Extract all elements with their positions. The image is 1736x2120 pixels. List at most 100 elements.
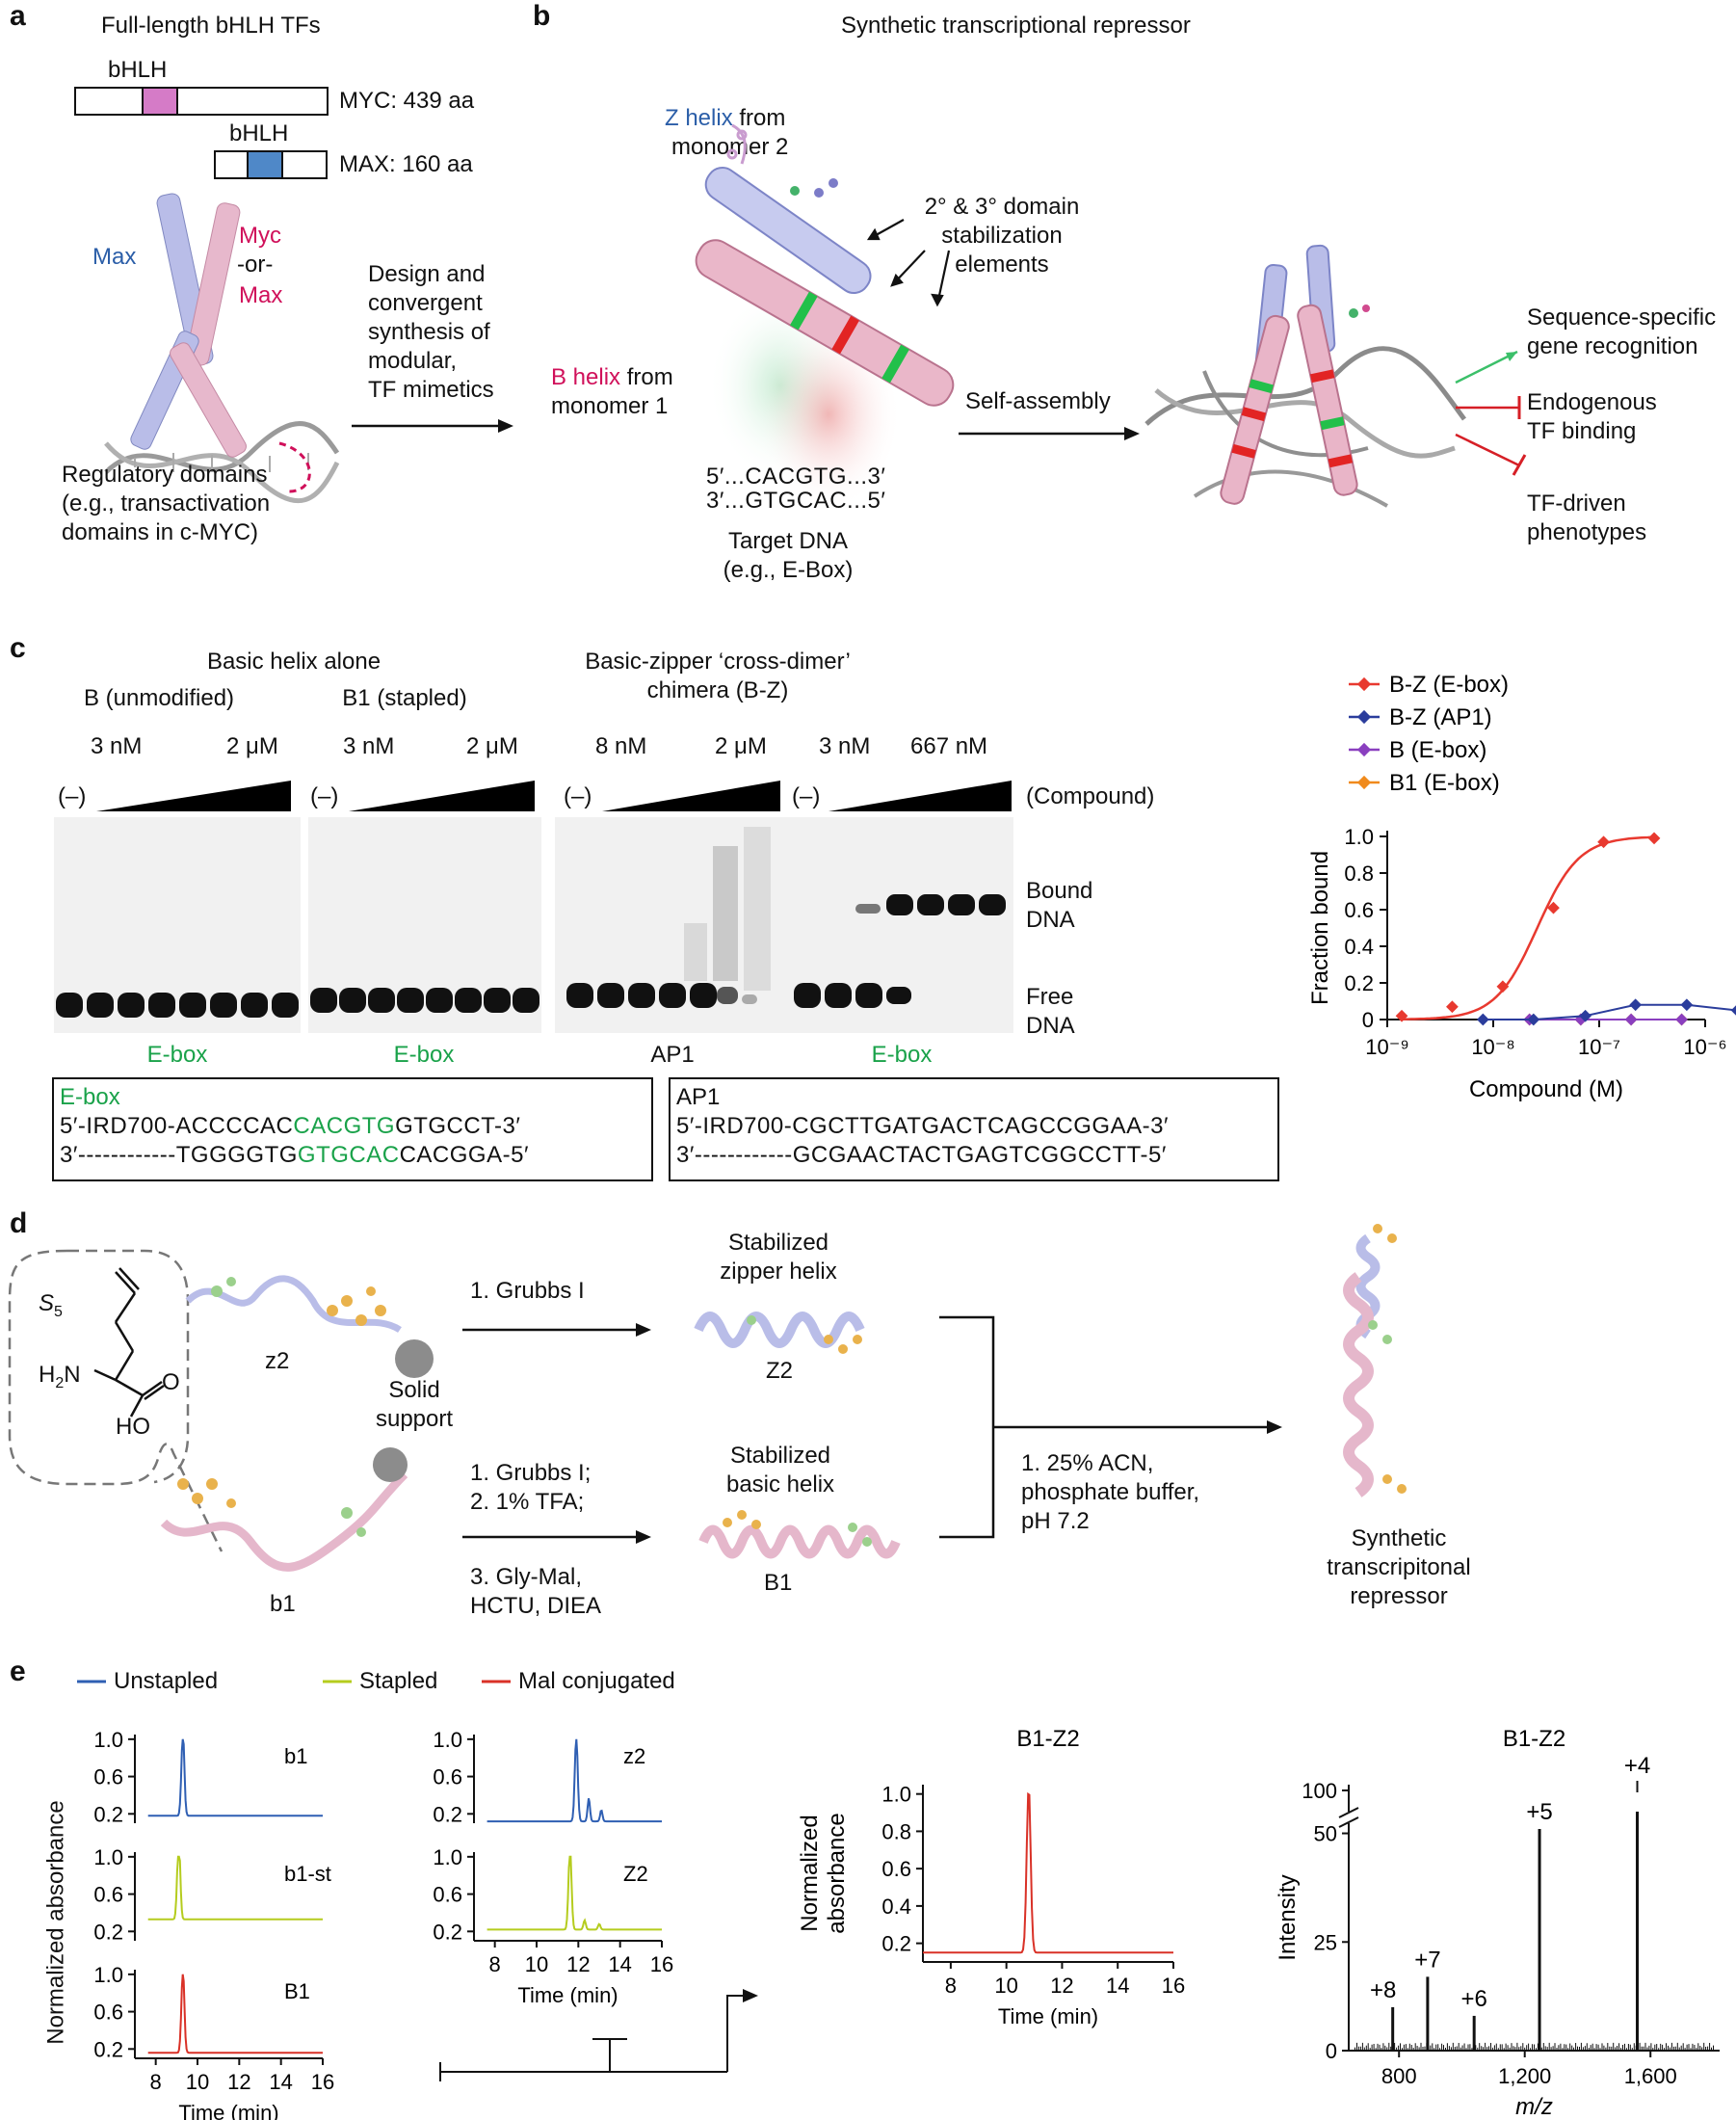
ms-y-label-1: 25: [1314, 1930, 1337, 1954]
cross-dimer-title: Basic-zipper ‘cross-dimer’: [585, 649, 851, 675]
ms-axis-break-1: [1338, 1807, 1359, 1818]
lc-y-label-3-2: 0.2: [433, 1802, 462, 1826]
myc-domain-bar: [74, 87, 329, 116]
b1-stapled-label: B1 (stapled): [342, 685, 467, 711]
monomer1-label: monomer 1: [551, 393, 669, 419]
gel-bands: [56, 827, 1006, 1018]
myc-length-label: MYC: 439 aa: [339, 88, 475, 114]
ebox-bottom-strand: 3′------------TGGGGTGGTGCACCACGGA-5′: [60, 1142, 529, 1168]
point-1-0: [1476, 1013, 1489, 1026]
Z2-label: Z2: [766, 1358, 794, 1384]
lc-x-title-4: Time (min): [517, 1983, 618, 2007]
B1-label: B1: [764, 1570, 793, 1596]
lc-x-label-4-2: 12: [566, 1952, 590, 1976]
lc-y-label-5-2: 0.6: [881, 1857, 911, 1881]
panel-c-letter: c: [10, 632, 26, 664]
lc-x-label-4-0: 8: [489, 1952, 501, 1976]
ms-peak-label-3: +5: [1526, 1799, 1552, 1825]
ho-label: HO: [116, 1414, 150, 1440]
lc-x-label-5-2: 12: [1050, 1974, 1073, 1998]
assembled-complex-structure: [1144, 244, 1467, 508]
point-1-5: [1730, 1004, 1736, 1017]
lc-y-label-5-0: 1.0: [881, 1783, 911, 1807]
ms-noise: [1355, 2042, 1714, 2051]
target-seq-top: 5′...CACGTG...3′: [706, 464, 886, 490]
lc-y-label-2-0: 1.0: [93, 1963, 123, 1987]
legend-label-3: B1 (E-box): [1389, 770, 1500, 796]
point-1-3: [1629, 998, 1643, 1012]
lc-title-2: B1: [284, 1979, 310, 2003]
series-line-1: [1483, 1003, 1736, 1020]
max-bhlh-block: [247, 150, 283, 179]
compound-label: (Compound): [1026, 783, 1155, 809]
myc-label: Myc: [239, 223, 281, 249]
assembly-conditions-label: 1. 25% ACN, phosphate buffer, pH 7.2: [1021, 1450, 1200, 1534]
y-tick-label-5: 1.0: [1344, 825, 1374, 849]
legend-marker-1: [1356, 709, 1372, 725]
ms-x-label-0: 800: [1381, 2064, 1417, 2088]
x-tick-label-3: 10⁻⁶: [1683, 1035, 1726, 1059]
point-2-3: [1675, 1013, 1688, 1026]
point-0-1: [1446, 1000, 1459, 1014]
fit-curve-0: [1402, 835, 1655, 1020]
synthetic-repressor-label: Synthetic transcripitonal repressor: [1327, 1525, 1471, 1609]
self-assembly-arrow: [959, 427, 1140, 440]
legend-marker-3: [1356, 775, 1372, 790]
conc-label-7: 3 nM: [819, 733, 871, 759]
lc-y-label-2-2: 0.2: [93, 2037, 123, 2061]
lc-x-title-2: Time (min): [178, 2101, 278, 2120]
solid-support-label: Solid support: [375, 1377, 454, 1432]
chimera-title: chimera (B-Z): [646, 677, 789, 703]
lc-trace-3: [487, 1738, 662, 1823]
arrow-z2: [462, 1323, 651, 1337]
bhlh-label-1: bHLH: [108, 57, 168, 83]
minus-label-2: (–): [310, 783, 339, 809]
lc-y-label-5-1: 0.8: [881, 1819, 911, 1843]
arrow-a-to-b: [352, 419, 513, 433]
gel-label-ap1: AP1: [650, 1042, 695, 1068]
ms-peak-label-1: +7: [1414, 1947, 1440, 1973]
design-synthesis-text: Design and convergent synthesis of modul…: [368, 261, 494, 403]
gel-label-ebox-3: E-box: [871, 1042, 933, 1068]
lc-ylabel-1: absorbance: [824, 1813, 850, 1933]
s5-structure: [93, 1267, 165, 1418]
ap1-top-strand: 5′-IRD700-CGCTTGATGACTCAGCCGGAA-3′: [676, 1113, 1169, 1139]
ms-y-label-0: 0: [1326, 2039, 1337, 2063]
free-dna-label: Free DNA: [1026, 984, 1075, 1039]
conc-label-3: 3 nM: [343, 733, 395, 759]
panel-d-letter: d: [10, 1207, 28, 1239]
lc-ylabel-0: Normalized: [797, 1815, 823, 1931]
lc-y-label-3-0: 1.0: [433, 1728, 462, 1752]
minus-label-3: (–): [564, 783, 592, 809]
myc-max-dna-structure: [104, 193, 340, 504]
y-axis-label: Fraction bound: [1307, 851, 1333, 1005]
lc-x-label-4-3: 14: [608, 1952, 631, 1976]
conc-label-4: 2 μM: [466, 733, 518, 759]
grubbs-step-label: 1. Grubbs I: [470, 1278, 585, 1304]
bound-dna-label: Bound DNA: [1026, 878, 1093, 933]
y-tick-label-0: 0: [1362, 1008, 1374, 1032]
lc-y-label-0-0: 1.0: [93, 1728, 123, 1752]
legend-unstapled: Unstapled: [114, 1668, 219, 1694]
legend-stapled: Stapled: [359, 1668, 438, 1694]
legend-marker-0: [1356, 676, 1372, 692]
ap1-box-title: AP1: [676, 1084, 721, 1110]
lc-x-label-2-0: 8: [150, 2070, 162, 2094]
point-0-2: [1496, 980, 1510, 994]
lc-x-label-4-1: 10: [525, 1952, 548, 1976]
s5-label: S5: [39, 1290, 63, 1320]
outcome-arrows: [1455, 350, 1527, 476]
minus-label-1: (–): [58, 783, 87, 809]
lc-title-0: b1: [284, 1744, 307, 1768]
legend-unstapled-line: [77, 1680, 106, 1683]
self-assembly-label: Self-assembly: [965, 388, 1111, 414]
lc-y-label-4-0: 1.0: [433, 1845, 462, 1869]
lc-y-label-1-1: 0.6: [93, 1883, 123, 1907]
concentration-wedges: [96, 781, 1012, 811]
or-label: -or-: [237, 252, 274, 278]
x-tick-label-0: 10⁻⁹: [1365, 1035, 1409, 1059]
minus-label-4: (–): [792, 783, 821, 809]
lc-y-label-4-2: 0.2: [433, 1920, 462, 1944]
ebox-box-title: E-box: [60, 1084, 120, 1110]
b1-steps-label-2: 3. Gly-Mal, HCTU, DIEA: [470, 1564, 602, 1619]
